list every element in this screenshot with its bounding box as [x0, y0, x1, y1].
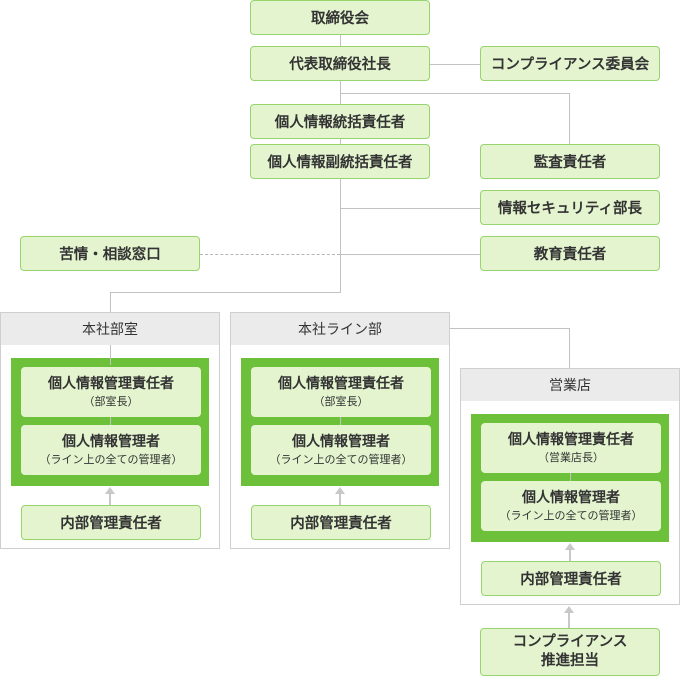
privacy-officer-box: 個人情報統括責任者 [250, 104, 430, 139]
privacy-admin-label: 個人情報管理者 [62, 434, 160, 450]
compliance-promotion-box: コンプライアンス 推進担当 [480, 628, 660, 676]
privacy-admin-box: 個人情報管理者 （ライン上の全ての管理者） [251, 425, 431, 475]
internal-manager-label: 内部管理責任者 [60, 516, 162, 532]
dept-panel-line-division: 本社ライン部 個人情報管理責任者 （部室長） 個人情報管理者 （ライン上の全ての… [230, 312, 450, 549]
manager-to-admin-link [110, 417, 111, 425]
dept-branch-horizontal [110, 292, 341, 293]
privacy-admin-note: （ライン上の全ての管理者） [499, 509, 643, 522]
education-branch [340, 254, 480, 255]
dept-panel-header: 本社ライン部 [231, 313, 449, 345]
dept-panel-title: 営業店 [549, 378, 591, 394]
security-manager-label: 情報セキュリティ部長 [497, 201, 643, 217]
dept-branch-left-drop [110, 292, 111, 312]
internal-manager-box: 内部管理責任者 [251, 505, 431, 540]
dept-panel-branch-office: 営業店 個人情報管理責任者 （営業店長） 個人情報管理者 （ライン上の全ての管理… [460, 368, 680, 605]
report-arrow-shaft [109, 493, 111, 505]
compliance-committee-label: コンプライアンス委員会 [490, 57, 650, 73]
dept-panel-title: 本社ライン部 [298, 322, 382, 338]
privacy-admin-box: 個人情報管理者 （ライン上の全ての管理者） [21, 425, 201, 475]
complaints-desk-label: 苦情・相談窓口 [59, 247, 161, 263]
report-arrow-head [105, 487, 115, 494]
privacy-admin-label: 個人情報管理者 [292, 434, 390, 450]
deputy-privacy-officer-box: 個人情報副統括責任者 [250, 144, 430, 179]
privacy-manager-label: 個人情報管理責任者 [278, 376, 404, 392]
privacy-admin-note: （ライン上の全ての管理者） [269, 453, 413, 466]
privacy-manager-box: 個人情報管理責任者 （部室長） [251, 367, 431, 417]
deputy-privacy-officer-label: 個人情報副統括責任者 [267, 155, 413, 171]
dept-panel-title: 本社部室 [82, 322, 138, 338]
privacy-officer-label: 個人情報統括責任者 [274, 115, 406, 131]
branch-office-drop [569, 328, 570, 368]
dept-panel-header: 本社部室 [1, 313, 219, 345]
manager-admin-link [110, 345, 111, 365]
promotion-arrow-shaft [568, 612, 570, 628]
manager-to-admin-link [570, 473, 571, 481]
manager-to-admin-link [340, 417, 341, 425]
education-officer-label: 教育責任者 [533, 247, 607, 263]
dept-panel-headquarters: 本社部室 個人情報管理責任者 （部室長） 個人情報管理者 （ライン上の全ての管理… [0, 312, 220, 549]
privacy-manager-note: （部室長） [83, 395, 139, 408]
audit-branch-vertical [569, 93, 570, 145]
president-compliance-link [430, 64, 480, 65]
audit-officer-label: 監査責任者 [533, 155, 607, 171]
board-box: 取締役会 [250, 0, 430, 35]
compliance-committee-box: コンプライアンス委員会 [480, 46, 660, 81]
complaints-dashed-link [200, 254, 340, 255]
complaints-desk-box: 苦情・相談窓口 [20, 236, 200, 271]
compliance-promotion-line2: 推進担当 [541, 653, 599, 669]
branch-office-link [449, 328, 570, 329]
privacy-admin-note: （ライン上の全ての管理者） [39, 453, 183, 466]
compliance-promotion-line1: コンプライアンス [512, 634, 628, 650]
education-officer-box: 教育責任者 [480, 236, 660, 271]
president-box: 代表取締役社長 [250, 46, 430, 81]
privacy-manager-note: （営業店長） [538, 451, 604, 464]
privacy-manager-label: 個人情報管理責任者 [48, 376, 174, 392]
privacy-admin-box: 個人情報管理者 （ライン上の全ての管理者） [481, 481, 661, 531]
privacy-manager-box: 個人情報管理責任者 （部室長） [21, 367, 201, 417]
security-manager-box: 情報セキュリティ部長 [480, 190, 660, 225]
internal-manager-label: 内部管理責任者 [290, 516, 392, 532]
report-arrow-shaft [339, 493, 341, 505]
internal-manager-box: 内部管理責任者 [481, 561, 661, 596]
privacy-manager-label: 個人情報管理責任者 [508, 432, 634, 448]
privacy-manager-note: （部室長） [313, 395, 369, 408]
dept-panel-header: 営業店 [461, 369, 679, 401]
president-label: 代表取締役社長 [289, 57, 391, 73]
report-arrow-shaft [569, 549, 571, 561]
audit-officer-box: 監査責任者 [480, 144, 660, 179]
privacy-admin-label: 個人情報管理者 [522, 490, 620, 506]
report-arrow-head [565, 543, 575, 550]
internal-manager-box: 内部管理責任者 [21, 505, 201, 540]
privacy-manager-box: 個人情報管理責任者 （営業店長） [481, 423, 661, 473]
promotion-arrow-head [564, 606, 574, 613]
board-label: 取締役会 [311, 11, 369, 27]
security-branch [340, 208, 480, 209]
internal-manager-label: 内部管理責任者 [520, 572, 622, 588]
audit-branch-horizontal [340, 93, 570, 94]
report-arrow-head [335, 487, 345, 494]
